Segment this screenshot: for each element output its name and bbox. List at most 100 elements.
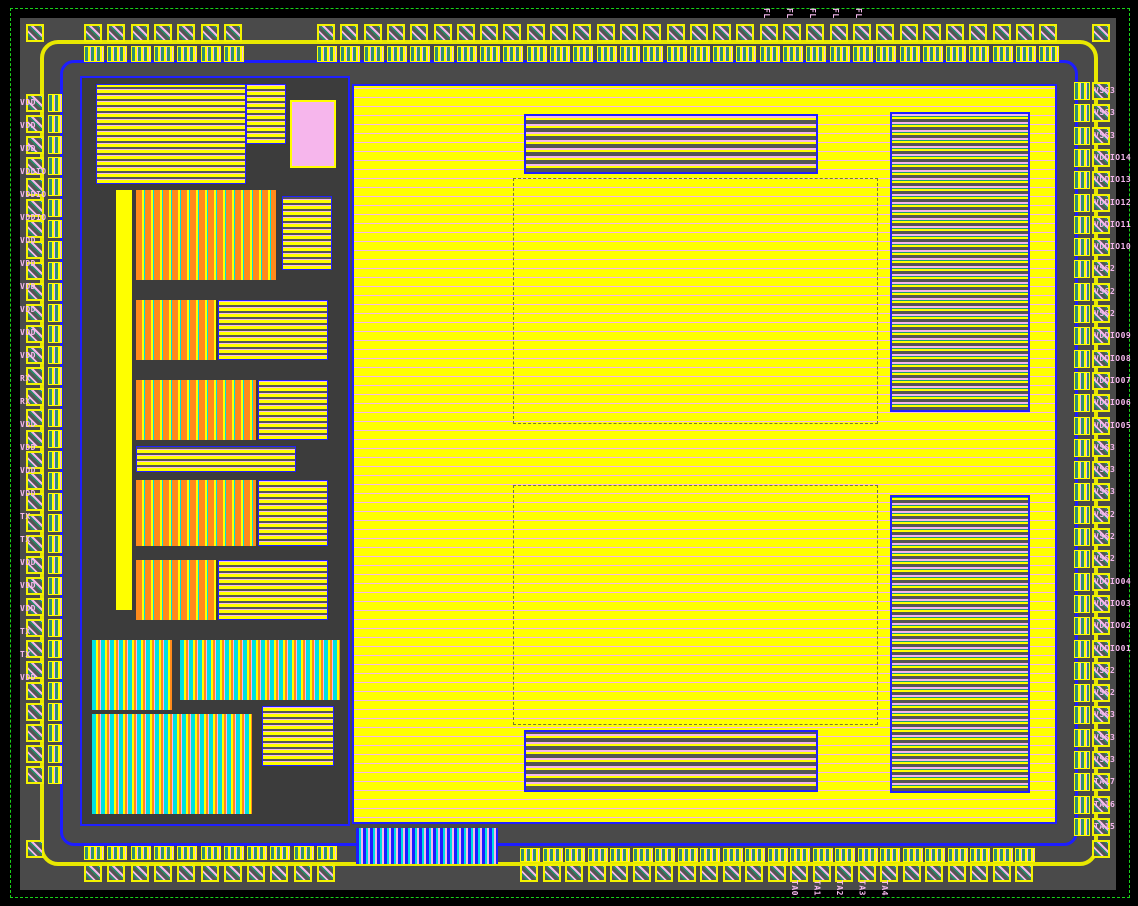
top-io-cell xyxy=(107,46,128,62)
top-io-cell xyxy=(806,46,827,62)
left-io-cell xyxy=(48,766,62,784)
top-pad xyxy=(130,24,149,42)
corner-pad xyxy=(1092,24,1110,42)
pad-label: VDD xyxy=(20,420,36,429)
pad-label: RX xyxy=(20,374,31,383)
top-io-cell xyxy=(363,46,384,62)
right-io-cell xyxy=(1074,260,1090,279)
right-pad xyxy=(1092,617,1110,636)
left-io-cell xyxy=(48,220,62,238)
right-pad xyxy=(1092,817,1110,836)
bottom-pad xyxy=(880,864,898,882)
right-io-cell xyxy=(1074,461,1090,480)
pad-label: VDD xyxy=(20,259,36,268)
bottom-pad xyxy=(835,864,853,882)
top-pad xyxy=(1016,24,1034,42)
right-io-cell xyxy=(1074,817,1090,836)
left-io-cell xyxy=(48,283,62,301)
bottom-pad xyxy=(1015,864,1033,882)
right-pad xyxy=(1092,148,1110,167)
std-cell-block-6 xyxy=(136,446,296,472)
pad-label: VSS3 xyxy=(1094,755,1116,764)
right-pad xyxy=(1092,684,1110,703)
top-io-cell xyxy=(177,46,198,62)
left-io-cell xyxy=(48,115,62,133)
pad-label: VSS2 xyxy=(1094,264,1116,274)
left-io-cell xyxy=(48,430,62,448)
pad-label: TA15 xyxy=(1094,821,1116,831)
right-io-cell xyxy=(1074,82,1090,100)
top-pad xyxy=(992,24,1011,42)
left-io-cell xyxy=(48,304,62,322)
left-pad xyxy=(26,745,44,763)
pad-label: VSS2 xyxy=(1094,665,1116,675)
pad-label: VDD xyxy=(20,328,36,337)
left-pad xyxy=(26,577,44,595)
left-io-cell xyxy=(48,262,62,280)
right-pad xyxy=(1092,104,1110,123)
pad-label: VDD xyxy=(20,98,36,107)
bottom-io-cell xyxy=(130,846,151,860)
bottom-pad xyxy=(587,864,606,882)
bottom-pad xyxy=(745,864,763,882)
bottom-io-cell xyxy=(925,848,945,862)
left-io-cell xyxy=(48,136,62,154)
bottom-io-cell xyxy=(655,848,675,862)
bottom-pad xyxy=(177,864,196,882)
right-pad xyxy=(1092,238,1110,257)
top-pad xyxy=(783,24,801,42)
left-io-cell xyxy=(48,514,62,532)
right-io-cell xyxy=(1074,684,1090,703)
top-io-cell xyxy=(969,46,990,62)
top-io-cell xyxy=(783,46,803,62)
top-pad xyxy=(596,24,615,42)
pad-label: VDDIO03 xyxy=(1094,598,1132,608)
pad-label: VSS3 xyxy=(1094,86,1116,95)
pad-label: TX xyxy=(20,535,31,544)
bottom-pad xyxy=(902,864,921,882)
pad-label: TA17 xyxy=(1094,777,1116,787)
top-io-cell xyxy=(410,46,431,62)
bottom-io-cell xyxy=(270,846,291,860)
memory-array-upper xyxy=(890,112,1030,412)
top-io-cell xyxy=(573,46,594,62)
left-io-cell xyxy=(48,493,62,511)
left-io-cell xyxy=(48,346,62,364)
top-io-cell xyxy=(946,46,967,62)
left-pad xyxy=(26,136,44,154)
right-pad xyxy=(1092,171,1110,190)
top-pad xyxy=(386,24,405,42)
right-io-cell xyxy=(1074,416,1090,435)
left-pad xyxy=(26,346,44,364)
pad-label: VDDIO09 xyxy=(1094,331,1132,341)
pad-label: FL xyxy=(854,8,863,19)
right-io-cell xyxy=(1074,305,1090,323)
right-io-cell xyxy=(1074,171,1090,190)
top-io-cell xyxy=(899,46,920,62)
right-pad xyxy=(1092,260,1110,279)
bottom-io-cell xyxy=(790,848,810,862)
left-pad xyxy=(26,682,44,700)
pad-label: VDD xyxy=(20,581,36,590)
right-io-cell xyxy=(1074,371,1090,390)
bottom-io-cell xyxy=(677,848,698,862)
right-pad xyxy=(1092,550,1110,569)
pad-label: VDDIO08 xyxy=(1094,353,1132,363)
top-io-cell xyxy=(713,46,734,62)
right-io-cell xyxy=(1074,639,1090,658)
pad-label: VSS3 xyxy=(1094,465,1116,475)
pad-label: TA0 xyxy=(790,880,799,896)
top-io-cell xyxy=(992,46,1013,62)
pad-label: VDD xyxy=(20,351,36,360)
bottom-pad xyxy=(767,864,786,882)
pad-label: VDD xyxy=(20,466,36,475)
top-pad xyxy=(829,24,848,42)
left-io-cell xyxy=(48,535,62,553)
pad-label: VDDIO02 xyxy=(1094,621,1132,631)
memory-macro-bottom xyxy=(524,730,818,792)
core-region-upper xyxy=(513,178,878,424)
right-pad xyxy=(1092,483,1110,502)
bottom-pad xyxy=(812,864,831,882)
diffusion-block-4 xyxy=(136,480,256,546)
bottom-pad xyxy=(610,864,628,882)
